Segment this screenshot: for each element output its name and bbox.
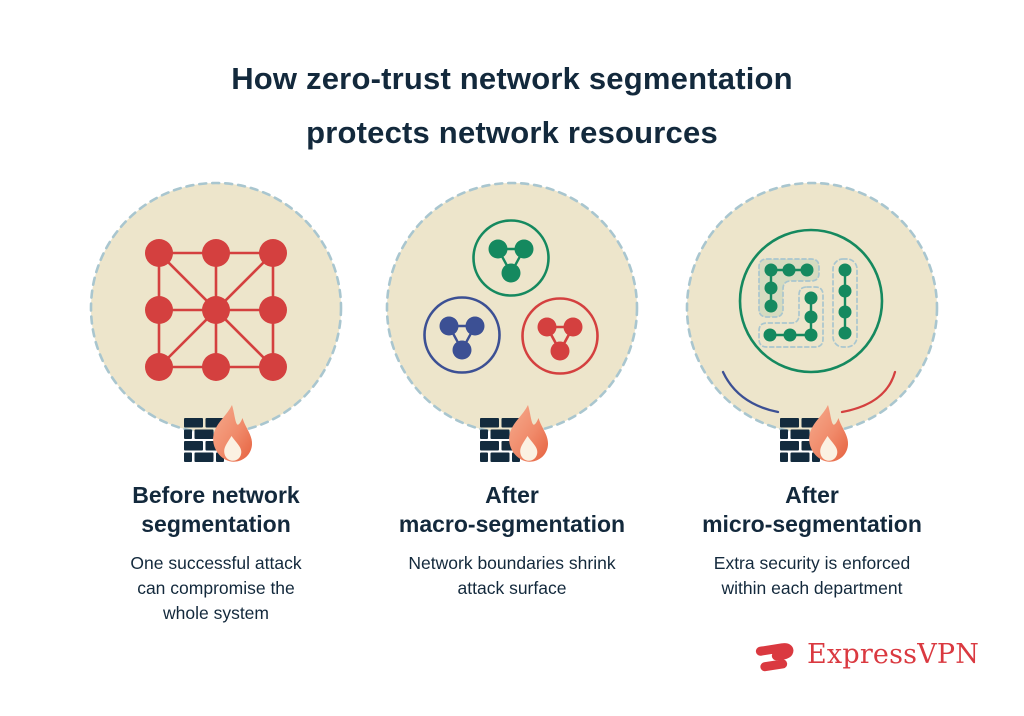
- panel-desc-line: Extra security is enforced: [713, 553, 911, 573]
- department-boundary-circle: [738, 228, 884, 374]
- panel-desc-line: Network boundaries shrink: [408, 553, 616, 573]
- macro-segmentation-graphic: [385, 181, 639, 462]
- deflected-attack-arc-red: [840, 370, 897, 414]
- panel-heading-line: After: [785, 482, 839, 508]
- panel-desc-line: can compromise the: [137, 578, 295, 598]
- panel-heading-line: segmentation: [141, 511, 291, 537]
- expressvpn-logo: ExpressVPN: [752, 633, 979, 675]
- panel-desc-line: within each department: [721, 578, 903, 598]
- segment-cluster-red-icon: [521, 297, 599, 375]
- panel-heading-line: After: [485, 482, 539, 508]
- page-title-line2: protects network resources: [306, 115, 718, 150]
- micro-segmentation-graphic: [685, 181, 939, 462]
- deflected-attack-arc-blue: [721, 370, 780, 414]
- micro-segment-zones-icon: [758, 258, 858, 348]
- expressvpn-logomark-icon: [755, 643, 794, 672]
- panel-heading-line: Before network: [132, 482, 300, 508]
- brand-wordmark: ExpressVPN: [807, 638, 980, 670]
- page-title-line1: How zero-trust network segmentation: [231, 61, 793, 96]
- panel-desc-line: whole system: [162, 603, 269, 623]
- panel-description: One successful attack can compromise the…: [76, 551, 356, 626]
- panel-heading: Before network segmentation: [76, 481, 356, 539]
- panel-description: Network boundaries shrink attack surface: [372, 551, 652, 601]
- segment-cluster-blue-icon: [423, 296, 501, 374]
- mesh-network-icon: [145, 239, 287, 381]
- panel-desc-line: One successful attack: [130, 553, 302, 573]
- before-segmentation-graphic: [89, 181, 343, 462]
- panel-heading-line: macro-segmentation: [398, 511, 626, 537]
- panel-description: Extra security is enforced within each d…: [672, 551, 952, 601]
- panel-heading: After macro-segmentation: [372, 481, 652, 539]
- panel-heading: After micro-segmentation: [672, 481, 952, 539]
- page-title: How zero-trust network segmentation prot…: [0, 52, 1024, 160]
- segment-cluster-green-icon: [472, 219, 550, 297]
- panel-desc-line: attack surface: [457, 578, 567, 598]
- panel-heading-line: micro-segmentation: [702, 511, 922, 537]
